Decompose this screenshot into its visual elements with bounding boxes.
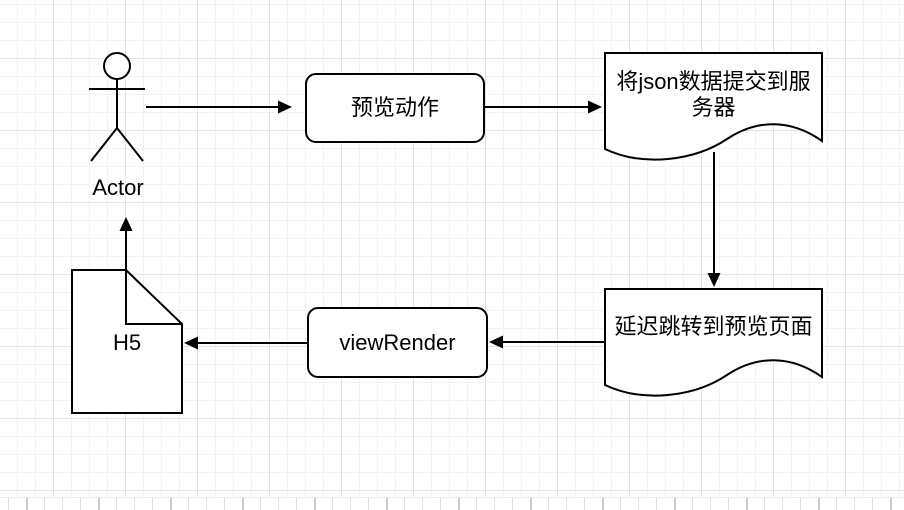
preview-action-label[interactable]: 预览动作	[350, 95, 439, 120]
delay-redirect-label[interactable]: 延迟跳转到预览页面	[614, 314, 813, 339]
arrow-actor-to-preview-action[interactable]	[146, 100, 292, 114]
arrow-preview-to-submit-json[interactable]	[484, 100, 602, 114]
arrow-view-render-to-h5[interactable]	[184, 336, 308, 350]
page-boundary-strip	[0, 497, 904, 510]
view-render-label[interactable]: viewRender	[339, 329, 456, 355]
arrow-h5-to-actor[interactable]	[119, 217, 133, 270]
submit-json-label-line1: 将json数据提交到服	[616, 69, 811, 94]
arrow-delay-to-view-render[interactable]	[489, 335, 605, 349]
h5-label[interactable]: H5	[112, 330, 142, 355]
h5-note-shape[interactable]	[71, 269, 183, 414]
submit-json-label[interactable]: 将json数据提交到服 务器	[605, 53, 822, 137]
delay-redirect-document[interactable]	[604, 288, 823, 397]
submit-json-document[interactable]	[604, 52, 823, 161]
submit-json-label-line2: 务器	[691, 95, 736, 120]
actor-shape[interactable]	[89, 52, 145, 162]
actor-label[interactable]: Actor	[92, 175, 144, 200]
arrow-submit-to-delay-redirect[interactable]	[707, 152, 721, 287]
